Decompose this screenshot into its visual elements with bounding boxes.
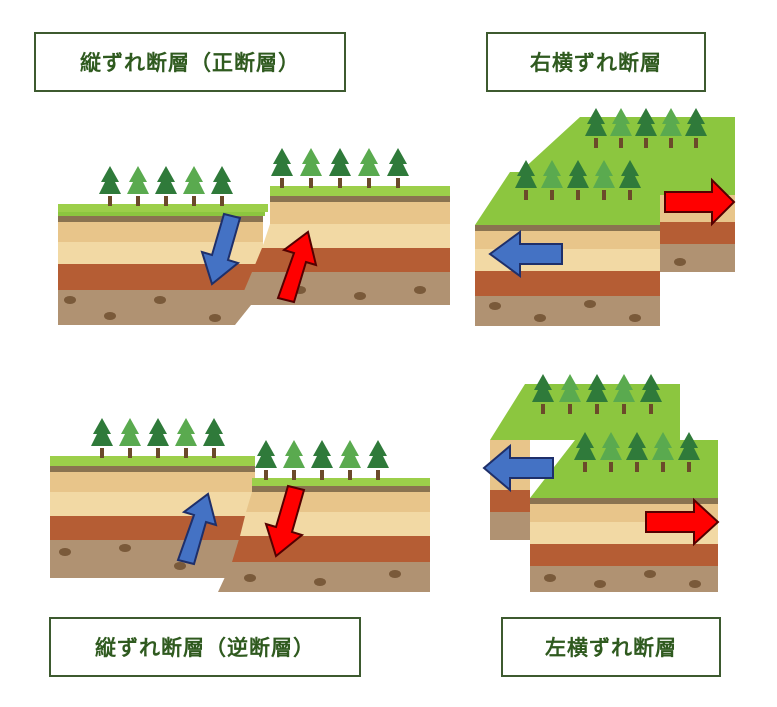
red-arrow-icon <box>264 484 306 558</box>
right-lateral-fault-label: 右横ずれ断層 <box>486 32 706 92</box>
normal-fault-label: 縦ずれ断層（正断層） <box>34 32 346 92</box>
right-lateral-fault-diagram <box>475 108 736 326</box>
red-arrow-icon <box>276 230 318 304</box>
reverse-fault-diagram <box>50 418 430 592</box>
blue-arrow-icon <box>482 443 554 493</box>
blue-arrow-icon <box>176 492 218 566</box>
blue-arrow-icon <box>200 212 242 286</box>
left-lateral-fault-diagram <box>482 374 720 592</box>
normal-fault-diagram <box>58 148 450 325</box>
reverse-fault-label: 縦ずれ断層（逆断層） <box>49 617 361 677</box>
red-arrow-icon <box>664 177 736 227</box>
left-lateral-fault-label: 左横ずれ断層 <box>501 617 721 677</box>
red-arrow-icon <box>645 497 720 547</box>
blue-arrow-icon <box>488 230 563 278</box>
